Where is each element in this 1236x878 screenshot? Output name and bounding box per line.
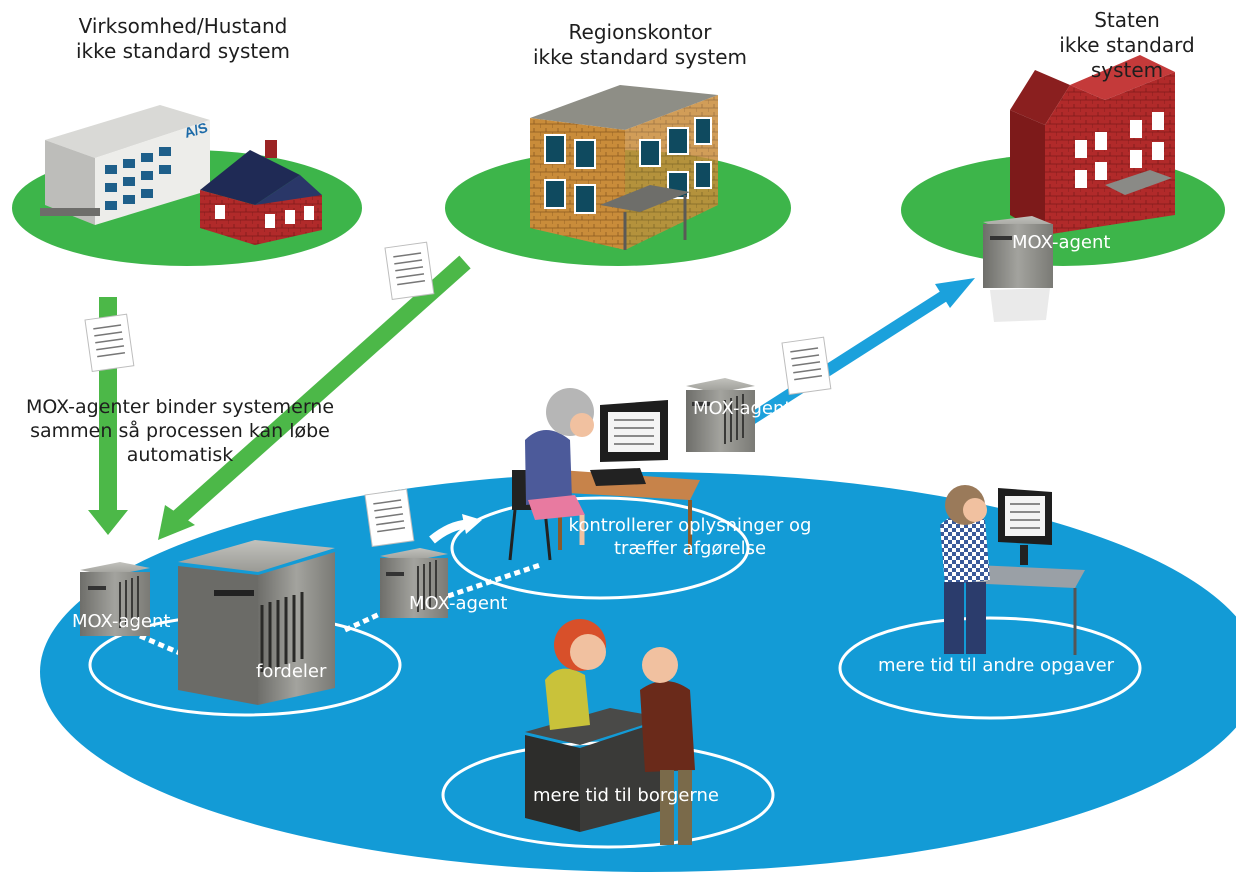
citizens-station [525, 619, 695, 845]
company-label: Virksomhed/Hustand ikke standard system [58, 14, 308, 64]
connection-line [447, 562, 541, 599]
other-tasks-label: mere tid til andre opgaver [878, 655, 1115, 676]
company-sign: A/S [182, 119, 209, 141]
region-office-building-icon [530, 85, 718, 250]
server-icon [380, 548, 448, 618]
citizens-label: mere tid til borgerne [533, 785, 719, 806]
caption-line-2: sammen så processen kan løbe [30, 419, 330, 442]
caption-line-3: automatisk [126, 443, 234, 466]
other-tasks-station [940, 485, 1085, 655]
connection-line [139, 633, 183, 657]
server-icon [983, 216, 1053, 288]
document-icon [781, 336, 832, 396]
region-label: Regionskontor ikke standard system [520, 20, 760, 70]
person-icon [508, 388, 594, 561]
person-icon [545, 619, 606, 730]
document-icon [84, 313, 135, 373]
distributor-label: fordeler [256, 661, 327, 682]
blue-arrow-icon [738, 278, 975, 431]
document-icon [364, 488, 415, 548]
server-icon [80, 562, 150, 636]
other-tasks-station-ring [838, 616, 1142, 720]
person-icon [940, 485, 990, 654]
control-station [508, 388, 700, 561]
distributor-server-icon [178, 540, 335, 705]
region-subtitle: ikke standard system [532, 45, 748, 69]
server-icon [686, 378, 755, 452]
company-subtitle: ikke standard system [75, 39, 291, 63]
factory-building-icon: A/S [40, 105, 210, 225]
state-agent-label: MOX-agent [1012, 232, 1111, 253]
company-title: Virksomhed/Hustand [78, 14, 288, 38]
state-label: Staten ikke standard system [1022, 8, 1232, 83]
middle-agent-label: MOX-agent [693, 398, 792, 419]
computer-icon [998, 488, 1052, 565]
state-title: Staten [1094, 8, 1160, 32]
control-station-label: kontrollerer oplysninger og træffer afgø… [556, 515, 824, 560]
state-subtitle: ikke standard system [1059, 33, 1195, 82]
shadow-shape [990, 288, 1050, 322]
left-agent-label: MOX-agent [72, 611, 171, 632]
blue-platform [40, 472, 1236, 872]
house-building-icon [200, 140, 322, 245]
green-arrow-diagonal-icon [158, 255, 471, 540]
computer-icon [590, 400, 668, 486]
control-station-ring [450, 496, 750, 600]
connection-line [343, 609, 386, 633]
caption-line-1: MOX-agenter binder systemerne [25, 396, 335, 418]
document-icon [384, 241, 435, 301]
state-building-icon [1010, 55, 1175, 235]
caption: MOX-agenter binder systemerne sammen så … [20, 396, 340, 467]
region-title: Regionskontor [568, 20, 712, 44]
center-agent-label: MOX-agent [409, 593, 508, 614]
person-icon [640, 647, 695, 845]
control-line-1: kontrollerer oplysninger og [568, 515, 812, 536]
control-line-2: træffer afgørelse [613, 537, 767, 559]
